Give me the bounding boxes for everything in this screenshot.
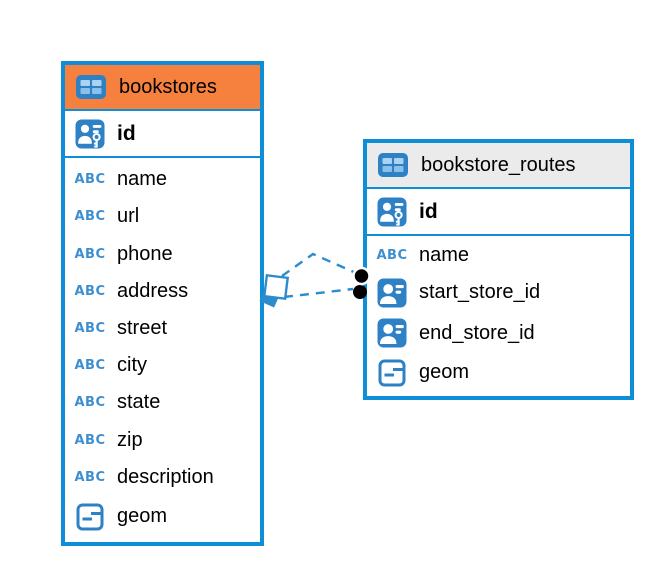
column-row-zip[interactable]: ABC zip	[65, 421, 260, 458]
text-type-icon: ABC	[74, 358, 106, 374]
text-type-icon: ABC	[74, 320, 106, 336]
column-name: geom	[419, 361, 470, 384]
column-name: id	[117, 121, 136, 145]
primary-key-icon	[71, 119, 109, 149]
column-row-end_store_id[interactable]: end_store_id	[367, 313, 630, 354]
table-icon	[374, 152, 412, 178]
column-row-name[interactable]: ABC name	[367, 239, 630, 273]
column-name: phone	[117, 242, 173, 265]
column-row-name[interactable]: ABC name	[65, 161, 260, 198]
column-row-description[interactable]: ABC description	[65, 459, 260, 496]
column-row-geom[interactable]: geom	[367, 354, 630, 393]
table-header[interactable]: bookstores	[65, 65, 260, 111]
primary-key-row-slot: id	[65, 111, 260, 158]
text-type-icon: ABC	[74, 395, 106, 411]
column-name: address	[117, 279, 189, 302]
column-name: zip	[117, 428, 143, 451]
relationship-line-upper[interactable]	[281, 252, 357, 277]
column-row-url[interactable]: ABC url	[65, 198, 260, 235]
table-header[interactable]: bookstore_routes	[367, 143, 630, 189]
text-type-icon: ABC	[74, 172, 106, 188]
primary-key-icon	[373, 197, 411, 227]
column-row-id[interactable]: id	[65, 111, 260, 156]
column-row-address[interactable]: ABC address	[65, 273, 260, 310]
column-name: start_store_id	[419, 281, 541, 304]
text-type-icon: ABC	[376, 248, 408, 264]
table-name: bookstore_routes	[421, 153, 576, 176]
reference-type-icon	[373, 278, 411, 308]
column-name: name	[419, 244, 470, 267]
column-row-city[interactable]: ABC city	[65, 347, 260, 384]
column-row-state[interactable]: ABC state	[65, 384, 260, 421]
column-name: end_store_id	[419, 321, 535, 344]
text-type-icon: ABC	[74, 469, 106, 485]
table-name: bookstores	[119, 75, 217, 98]
reference-type-icon	[373, 318, 411, 348]
text-type-icon: ABC	[74, 283, 106, 299]
column-name: geom	[117, 505, 168, 528]
column-row-phone[interactable]: ABC phone	[65, 235, 260, 272]
column-name: url	[117, 205, 140, 228]
text-type-icon: ABC	[74, 209, 106, 225]
column-row-street[interactable]: ABC street	[65, 310, 260, 347]
column-name: id	[419, 199, 438, 223]
column-name: description	[117, 465, 214, 488]
column-name: street	[117, 316, 168, 339]
text-type-icon: ABC	[74, 246, 106, 262]
column-row-id[interactable]: id	[367, 189, 630, 234]
text-type-icon: ABC	[74, 432, 106, 448]
table-icon	[72, 74, 110, 100]
geometry-type-icon	[71, 503, 109, 531]
geometry-type-icon	[373, 359, 411, 387]
column-name: city	[117, 354, 147, 377]
column-name: name	[117, 168, 168, 191]
column-row-geom[interactable]: geom	[65, 496, 260, 538]
primary-key-row-slot: id	[367, 189, 630, 236]
column-name: state	[117, 391, 161, 414]
table-bookstore-routes[interactable]: bookstore_routes id ABC name start_store_i…	[363, 139, 634, 400]
column-row-start_store_id[interactable]: start_store_id	[367, 273, 630, 314]
relationship-line-lower[interactable]	[283, 287, 354, 299]
